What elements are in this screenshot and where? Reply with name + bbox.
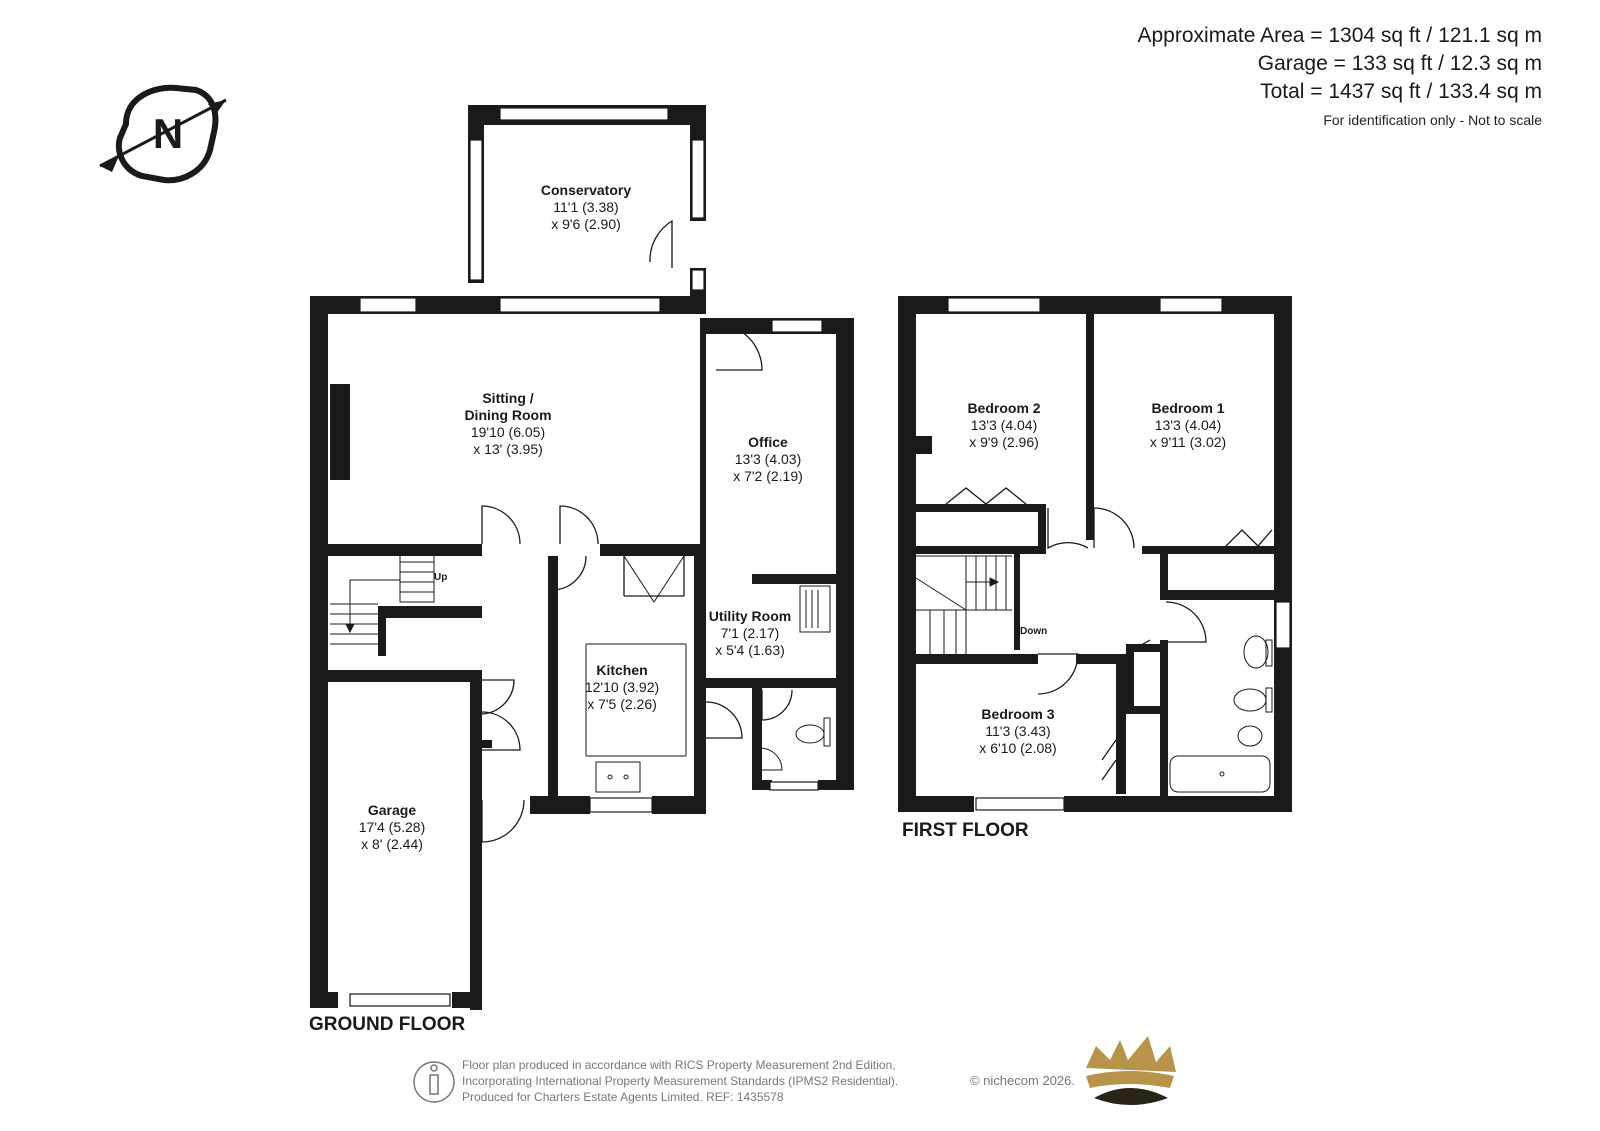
room-name: Bedroom 2 xyxy=(967,400,1041,416)
room-dim: x 9'11 (3.02) xyxy=(1149,434,1227,450)
total-area: Total = 1437 sq ft / 133.4 sq m xyxy=(1260,80,1542,103)
first-stairs xyxy=(915,555,1012,654)
first-floor-doors xyxy=(945,487,1273,781)
person-icon xyxy=(413,1061,455,1103)
stairs-down-label: Down xyxy=(1020,626,1048,637)
room-name: Conservatory xyxy=(540,182,632,198)
first-floor-walls xyxy=(898,296,1292,812)
approximate-area: Approximate Area = 1304 sq ft / 121.1 sq… xyxy=(1137,24,1543,47)
first-floor-label: FIRST FLOOR xyxy=(902,820,1029,841)
room-dim: x 7'2 (2.19) xyxy=(733,468,803,484)
room-conservatory: Conservatory 11'1 (3.38) x 9'6 (2.90) xyxy=(541,182,631,233)
room-dim: 7'1 (2.17) xyxy=(720,625,780,641)
first-floor-windows xyxy=(947,297,1291,811)
room-dim: 13'3 (4.04) xyxy=(1154,417,1222,433)
room-dim: 17'4 (5.28) xyxy=(358,819,426,835)
north-arrow-icon: N xyxy=(99,84,227,184)
room-bedroom-2: Bedroom 2 13'3 (4.04) x 9'9 (2.96) xyxy=(967,400,1040,451)
room-dim: 12'10 (3.92) xyxy=(584,679,660,695)
ground-floor-doors xyxy=(479,219,793,843)
room-dim: x 8' (2.44) xyxy=(361,836,423,852)
room-name: Sitting / xyxy=(482,390,534,406)
footer-text: Floor plan produced in accordance with R… xyxy=(462,1057,898,1105)
room-dim: 11'3 (3.43) xyxy=(985,723,1051,739)
ground-floor-windows xyxy=(349,107,823,1007)
footer-line: Floor plan produced in accordance with R… xyxy=(462,1058,896,1072)
room-dim: x 9'6 (2.90) xyxy=(551,216,621,232)
footer-line: Produced for Charters Estate Agents Limi… xyxy=(462,1090,784,1104)
stairs-up-label: Up xyxy=(434,572,448,583)
room-dim: x 7'5 (2.26) xyxy=(587,696,657,712)
room-bedroom-1: Bedroom 1 13'3 (4.04) x 9'11 (3.02) xyxy=(1150,400,1226,451)
room-bedroom-3: Bedroom 3 11'3 (3.43) x 6'10 (2.08) xyxy=(979,706,1056,757)
room-utility: Utility Room 7'1 (2.17) x 5'4 (1.63) xyxy=(709,608,791,659)
footer-line: Incorporating International Property Mea… xyxy=(462,1074,899,1088)
room-dim: 19'10 (6.05) xyxy=(470,424,546,440)
room-name: Kitchen xyxy=(596,662,648,678)
room-name: Bedroom 1 xyxy=(1151,400,1225,416)
room-kitchen: Kitchen 12'10 (3.92) x 7'5 (2.26) xyxy=(585,662,659,713)
room-garage: Garage 17'4 (5.28) x 8' (2.44) xyxy=(359,802,426,853)
compass-letter: N xyxy=(153,110,183,157)
ground-stairs xyxy=(330,551,435,645)
room-dim: 13'3 (4.03) xyxy=(734,451,802,467)
ground-floor-walls xyxy=(310,105,854,1010)
room-sitting-dining: Sitting / Dining Room 19'10 (6.05) x 13'… xyxy=(464,390,551,458)
room-dim: 11'1 (3.38) xyxy=(553,199,619,215)
room-dim: x 6'10 (2.08) xyxy=(979,740,1057,756)
scale-note: For identification only - Not to scale xyxy=(1323,112,1542,128)
room-name: Bedroom 3 xyxy=(981,706,1055,722)
room-office: Office 13'3 (4.03) x 7'2 (2.19) xyxy=(733,434,803,485)
garage-area: Garage = 133 sq ft / 12.3 sq m xyxy=(1257,52,1542,75)
ground-floor-label: GROUND FLOOR xyxy=(309,1014,466,1035)
room-name: Office xyxy=(748,434,788,450)
copyright: © nichecom 2026. xyxy=(970,1073,1075,1088)
room-dim: x 5'4 (1.63) xyxy=(715,642,785,658)
kitchen-fixtures xyxy=(585,585,831,793)
room-dim: 13'3 (4.04) xyxy=(970,417,1038,433)
room-name: Garage xyxy=(367,802,417,818)
room-dim: x 13' (3.95) xyxy=(473,441,543,457)
bathroom-fixtures xyxy=(1169,635,1273,793)
room-name: Dining Room xyxy=(464,407,552,423)
room-dim: x 9'9 (2.96) xyxy=(969,434,1039,450)
room-name: Utility Room xyxy=(708,608,792,624)
crown-logo xyxy=(1086,1036,1176,1105)
